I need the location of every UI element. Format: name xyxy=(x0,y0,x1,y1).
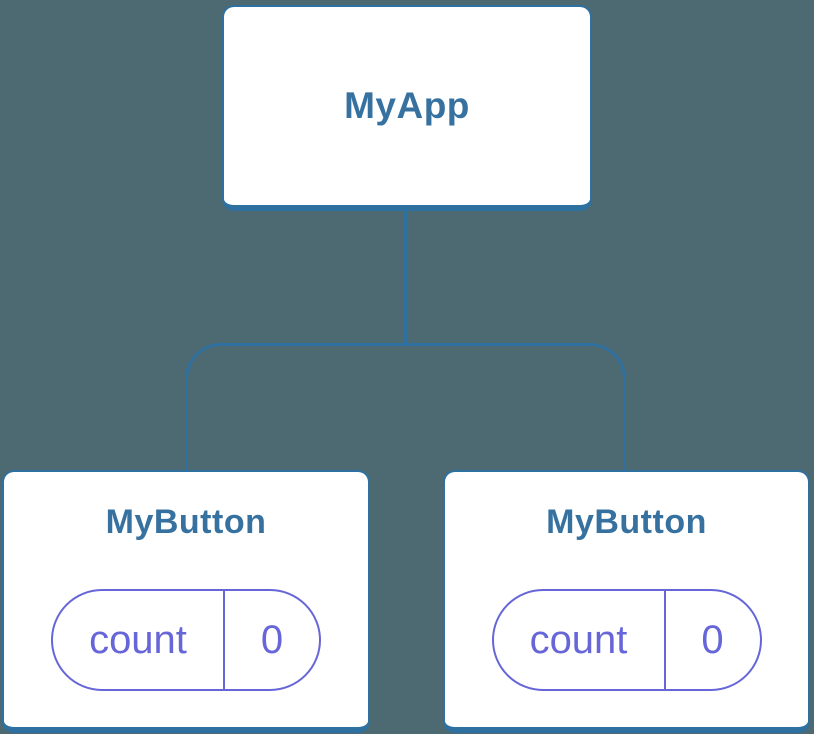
state-value-right: 0 xyxy=(701,617,724,662)
state-pill-left: count 0 xyxy=(51,589,321,691)
node-mybutton-left-label: MyButton xyxy=(105,503,267,541)
node-mybutton-right: MyButton count 0 xyxy=(443,470,810,733)
connector-root-stem xyxy=(404,211,407,343)
node-mybutton-left: MyButton count 0 xyxy=(2,470,370,733)
state-pill-right: count 0 xyxy=(491,589,762,691)
connector-branch-bracket xyxy=(185,343,626,470)
state-key-left: count xyxy=(53,591,225,689)
node-myapp: MyApp xyxy=(222,5,592,211)
state-key-right: count xyxy=(494,591,666,689)
node-mybutton-right-label: MyButton xyxy=(546,503,707,541)
state-value-left: 0 xyxy=(260,617,284,662)
node-myapp-label: MyApp xyxy=(344,85,470,126)
